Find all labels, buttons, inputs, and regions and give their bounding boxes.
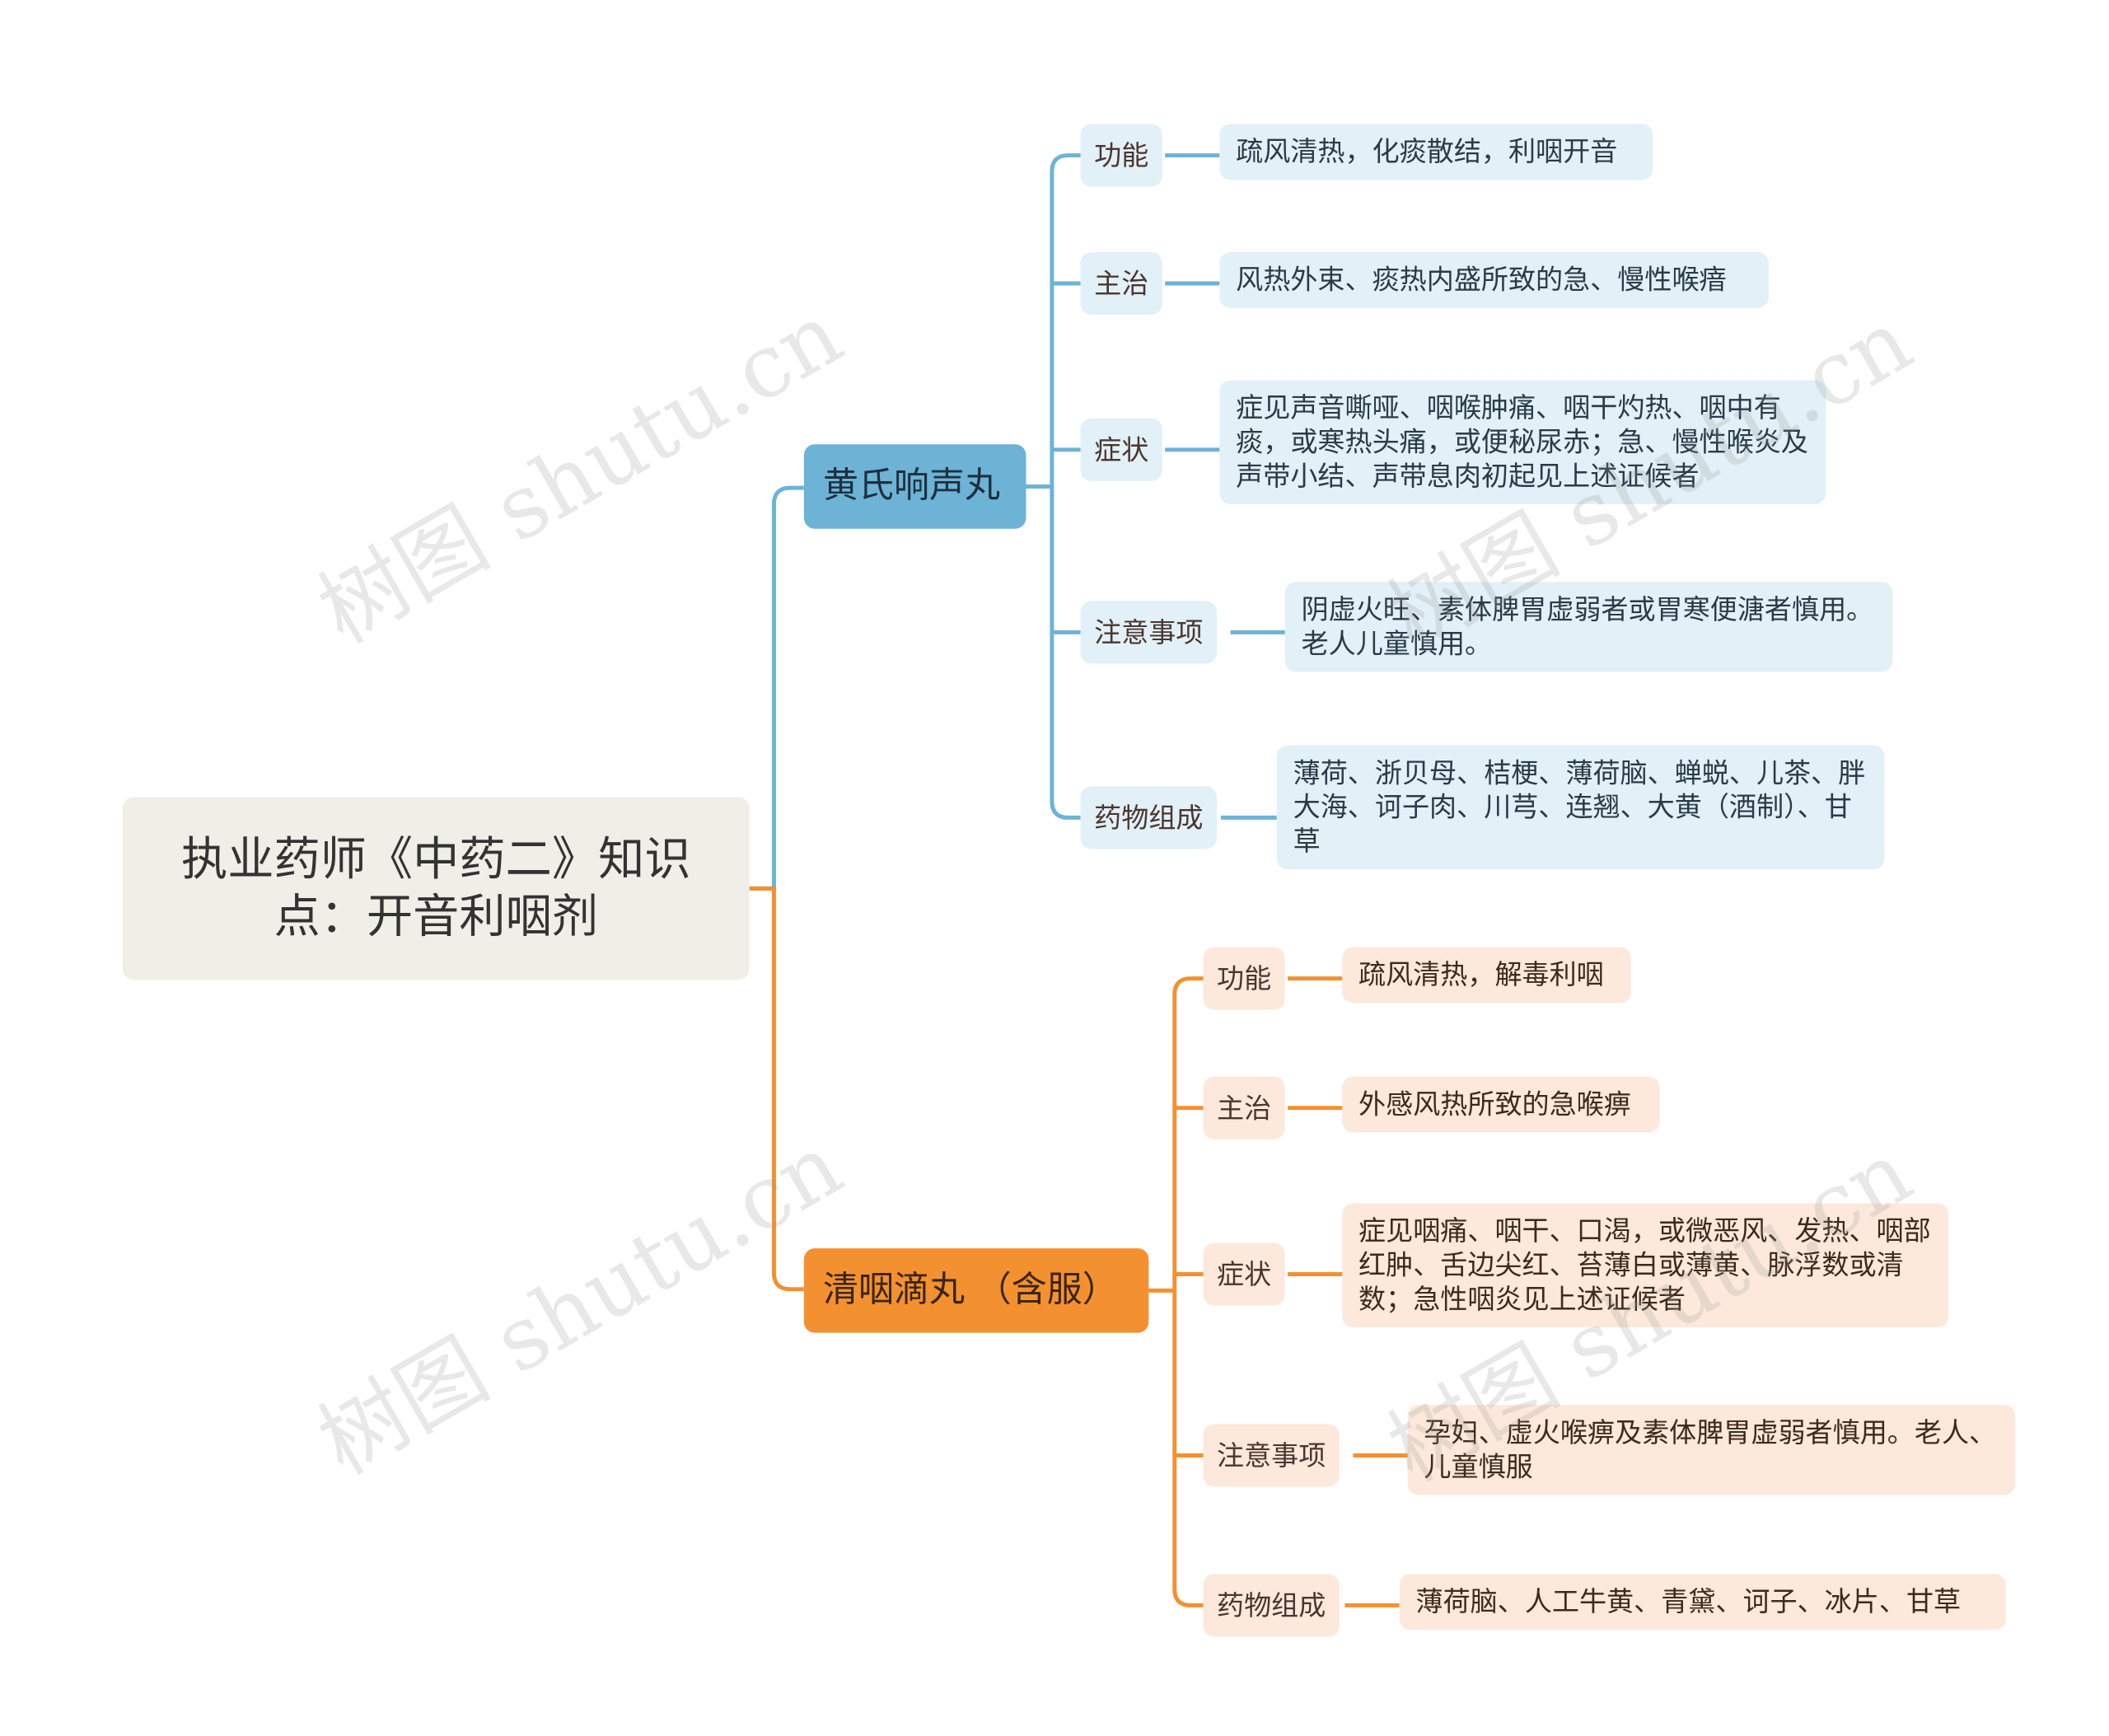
b1-leaf-indication[interactable]: 风热外束、痰热内盛所致的急、慢性喉瘖 xyxy=(1219,251,1769,308)
b2-leaf-cautions[interactable]: 孕妇、虚火喉痹及素体脾胃虚弱者慎用。老人、儿童慎服 xyxy=(1407,1405,2016,1495)
b1-label-function[interactable]: 功能 xyxy=(1080,124,1162,187)
branch-1-topic[interactable]: 黄氏响声丸 xyxy=(803,444,1026,529)
link-b2-l1 xyxy=(1172,976,1204,995)
b1-label-cautions[interactable]: 注意事项 xyxy=(1080,601,1218,664)
b1-label-symptoms[interactable]: 症状 xyxy=(1080,418,1162,481)
branch-1-spine xyxy=(1026,171,1054,802)
b2-leaf-function[interactable]: 疏风清热，解毒利咽 xyxy=(1342,947,1631,1004)
b1-leaf-symptoms[interactable]: 症见声音嘶哑、咽喉肿痛、咽干灼热、咽中有痰，或寒热头痛，或便秘尿赤；急、慢性喉炎… xyxy=(1219,380,1826,504)
b1-leaf-function[interactable]: 疏风清热，化痰散结，利咽开音 xyxy=(1219,124,1653,180)
link-root-to-branch-1 xyxy=(749,485,804,891)
b2-label-composition[interactable]: 药物组成 xyxy=(1203,1574,1340,1637)
b2-label-indication[interactable]: 主治 xyxy=(1203,1076,1285,1139)
b1-label-indication[interactable]: 主治 xyxy=(1080,251,1162,316)
b2-leaf-symptoms[interactable]: 症见咽痛、咽干、口渴，或微恶风、发热、咽部红肿、舌边尖红、苔薄白或薄黄、脉浮数或… xyxy=(1342,1203,1949,1327)
b2-label-function[interactable]: 功能 xyxy=(1203,947,1285,1010)
b2-leaf-composition[interactable]: 薄荷脑、人工牛黄、青黛、诃子、冰片、甘草 xyxy=(1399,1574,2006,1631)
link-b2-l5 xyxy=(1172,1589,1204,1607)
b2-leaf-indication[interactable]: 外感风热所致的急喉痹 xyxy=(1342,1076,1660,1133)
b2-label-symptoms[interactable]: 症状 xyxy=(1203,1242,1285,1306)
b1-leaf-composition[interactable]: 薄荷、浙贝母、桔梗、薄荷脑、蝉蜕、儿茶、胖大海、诃子肉、川芎、连翘、大黄（酒制）… xyxy=(1276,745,1885,870)
b1-leaf-cautions[interactable]: 阴虚火旺、素体脾胃虚弱者或胃寒便溏者慎用。老人儿童慎用。 xyxy=(1284,582,1893,672)
branch-2-spine xyxy=(1148,994,1177,1589)
b2-label-cautions[interactable]: 注意事项 xyxy=(1203,1424,1340,1487)
branch-2-topic[interactable]: 清咽滴丸 （含服） xyxy=(803,1248,1149,1333)
b1-label-composition[interactable]: 药物组成 xyxy=(1080,786,1218,849)
link-root-to-branch-2 xyxy=(749,886,804,1292)
link-b1-l1 xyxy=(1050,153,1081,172)
root-topic[interactable]: 执业药师《中药二》知识点：开音利咽剂 xyxy=(122,797,750,980)
link-b1-l5 xyxy=(1050,801,1081,820)
